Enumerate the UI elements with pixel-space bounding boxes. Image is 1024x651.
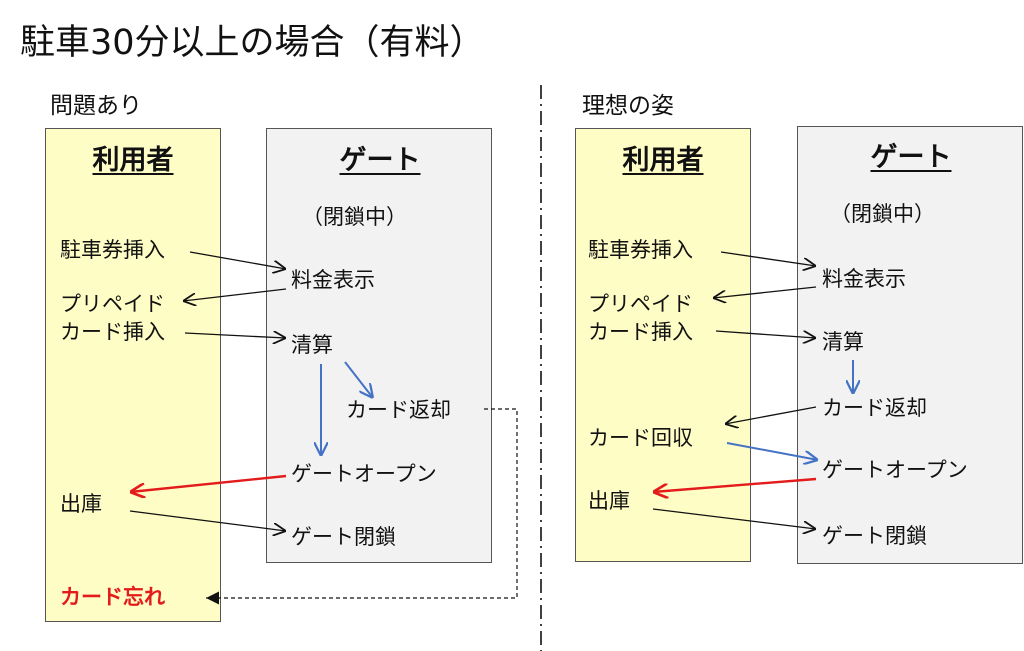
arrow-left-return-to-forgotten xyxy=(206,408,518,605)
right-gate-header: ゲート xyxy=(870,142,952,173)
right-user-collect-card: カード回収 xyxy=(588,426,693,450)
arrow-left-settle-to-return xyxy=(344,361,373,398)
right-gate-status: （閉鎖中） xyxy=(830,202,935,226)
right-user-insert-card: カード挿入 xyxy=(588,320,693,344)
arrow-right-open-to-exit xyxy=(653,477,817,492)
left-gate-show-fee: 料金表示 xyxy=(291,268,375,292)
right-gate-lane xyxy=(797,126,1023,564)
right-user-exit: 出庫 xyxy=(588,489,630,513)
arrow-right-collect-to-open xyxy=(726,442,818,460)
left-user-header: 利用者 xyxy=(92,145,174,176)
arrow-left-ticket-to-fee xyxy=(189,251,286,269)
right-gate-show-fee: 料金表示 xyxy=(822,267,906,291)
right-gate-settle: 清算 xyxy=(822,330,864,354)
left-user-insert-card: カード挿入 xyxy=(60,320,165,344)
arrow-right-card-to-settle xyxy=(715,330,816,338)
left-gate-close: ゲート閉鎖 xyxy=(291,525,396,549)
left-gate-settle: 清算 xyxy=(291,333,333,357)
right-user-insert-ticket: 駐車券挿入 xyxy=(588,238,693,262)
left-gate-header: ゲート xyxy=(339,145,421,176)
left-user-card-forgotten: カード忘れ xyxy=(60,585,165,609)
arrow-right-exit-to-close xyxy=(652,508,816,529)
arrow-left-fee-to-prepaid xyxy=(183,288,287,301)
arrow-left-card-to-settle xyxy=(184,333,286,338)
section-label-ideal: 理想の姿 xyxy=(582,93,674,119)
left-gate-lane xyxy=(266,128,492,563)
section-label-problem: 問題あり xyxy=(50,93,142,119)
arrow-left-exit-to-close xyxy=(129,510,286,531)
right-user-header: 利用者 xyxy=(622,145,704,176)
arrow-right-return-to-collect xyxy=(725,406,817,424)
left-user-insert-ticket: 駐車券挿入 xyxy=(60,238,165,262)
left-user-lane xyxy=(45,128,221,622)
left-gate-open: ゲートオープン xyxy=(291,462,437,486)
right-gate-open: ゲートオープン xyxy=(822,458,968,482)
arrow-right-ticket-to-fee xyxy=(720,251,816,266)
arrow-left-open-to-exit xyxy=(130,474,287,492)
right-user-prepaid: プリペイド xyxy=(588,292,693,316)
left-user-exit: 出庫 xyxy=(60,492,102,516)
left-gate-return-card: カード返却 xyxy=(346,398,451,422)
page-title: 駐車30分以上の場合（有料） xyxy=(20,23,485,63)
left-gate-status: （閉鎖中） xyxy=(302,205,407,229)
right-gate-close: ゲート閉鎖 xyxy=(822,524,927,548)
arrow-right-fee-to-prepaid xyxy=(713,286,817,298)
left-user-prepaid: プリペイド xyxy=(60,292,165,316)
right-gate-return-card: カード返却 xyxy=(822,396,927,420)
